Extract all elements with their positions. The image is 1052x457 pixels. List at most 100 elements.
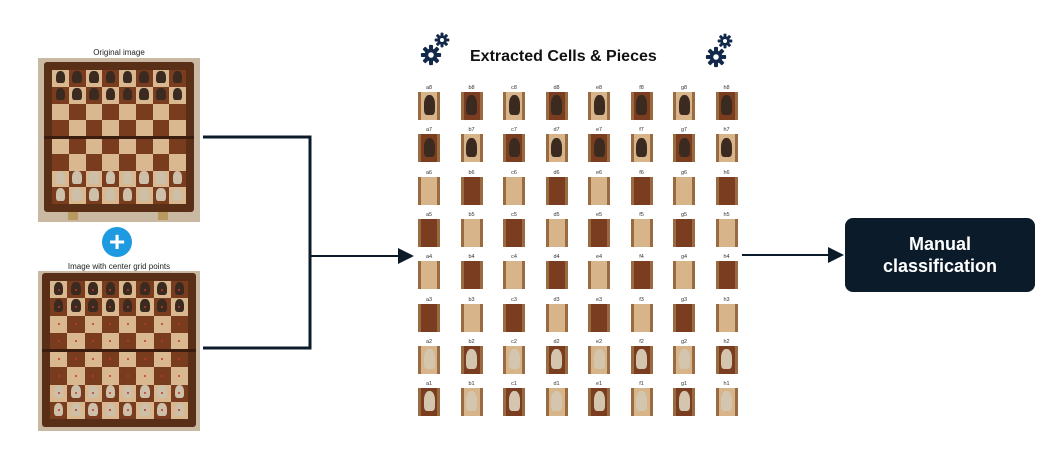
chess-piece [174,385,185,399]
board-square [152,70,170,87]
board-square [67,350,85,368]
cell-h2: h2 [712,338,742,374]
grid-center-point [143,374,146,377]
cell-label: g5 [680,211,688,218]
cell-piece [593,349,605,369]
cell-image [630,176,653,205]
cell-label: c6 [511,169,517,176]
cell-label: h7 [723,127,730,134]
board-square [153,281,171,299]
board-square [170,332,188,350]
cell-label: b3 [468,296,475,303]
board-square [52,103,69,121]
grid-center-point [74,409,77,412]
manual-classification-box: Manual classification [845,218,1035,292]
board-square [52,86,69,104]
cell-label: e6 [595,169,603,176]
cell-image [630,134,653,163]
board-square [84,401,102,419]
grid-center-point [57,392,60,395]
chess-piece [89,87,99,101]
cell-label: a6 [425,169,433,176]
board-square [169,103,186,121]
board-square [85,70,103,87]
board-square [67,281,85,299]
grid-center-point [126,323,129,326]
chess-piece [122,188,133,201]
board-square [135,170,153,188]
manual-classification-line2: classification [882,256,998,276]
board-square [170,298,188,316]
cell-image [503,92,525,120]
cell-piece [721,95,732,115]
board-square [84,315,102,333]
cell-image [673,218,695,247]
cell-label: g3 [680,296,688,303]
cell-image [418,134,440,163]
board-square [135,153,153,171]
grid-center-point [92,340,95,343]
cell-piece [466,95,477,115]
board-square [152,103,170,121]
grid-center-point [178,323,181,326]
cell-image [460,345,483,374]
cell-image [460,261,483,290]
cell-label: h5 [723,211,730,218]
board-square [102,86,119,104]
cell-label: e4 [595,254,603,261]
cell-image [673,303,695,332]
chess-piece [122,402,133,416]
cell-g2: g2 [669,338,699,374]
grid-center-point [109,357,112,360]
connector-bottom [203,256,312,350]
cell-label: b1 [468,381,475,388]
chess-piece [172,70,183,84]
cell-label: g8 [680,85,688,91]
cell-image [545,261,568,290]
cell-piece [508,391,520,412]
grid-center-point [161,409,164,412]
chess-piece [174,299,185,313]
grid-center-point [74,392,77,395]
cell-image [588,345,610,374]
board-square [52,137,69,154]
cell-label: c8 [511,85,517,91]
grid-center-point [92,357,95,360]
cell-a1: a1 [414,380,444,417]
cell-a7: a7 [414,126,444,163]
board-square [152,120,170,137]
board-square [169,153,186,171]
cell-c2: c2 [499,338,529,374]
manual-classification-line1: Manual [908,234,971,254]
board-square [135,86,153,104]
cell-image [418,218,440,247]
original-image-label: Original image [93,48,145,57]
cell-image [545,345,568,374]
chess-piece [105,402,116,416]
cell-h6: h6 [712,169,742,205]
board-square [169,137,186,154]
cell-image [460,388,483,417]
cell-label: d2 [553,338,560,345]
board-square [50,350,68,368]
board-square [52,153,69,171]
grid-center-point [109,340,112,343]
grid-center-point [109,305,112,308]
board-square [68,86,86,104]
board-square [136,315,154,333]
board-square [119,70,136,87]
cell-label: h3 [723,296,730,303]
grid-points-image [38,271,200,431]
grid-center-point [57,288,60,291]
cell-image [588,388,610,417]
board-square [169,170,186,188]
board-square [102,70,119,87]
chess-piece [139,171,149,184]
cell-image [503,176,525,205]
cell-g3: g3 [669,296,699,332]
cell-d3: d3 [542,296,572,332]
chess-piece [122,281,133,295]
board-square [68,137,86,154]
chess-piece [140,299,150,313]
cell-label: c4 [511,254,517,261]
